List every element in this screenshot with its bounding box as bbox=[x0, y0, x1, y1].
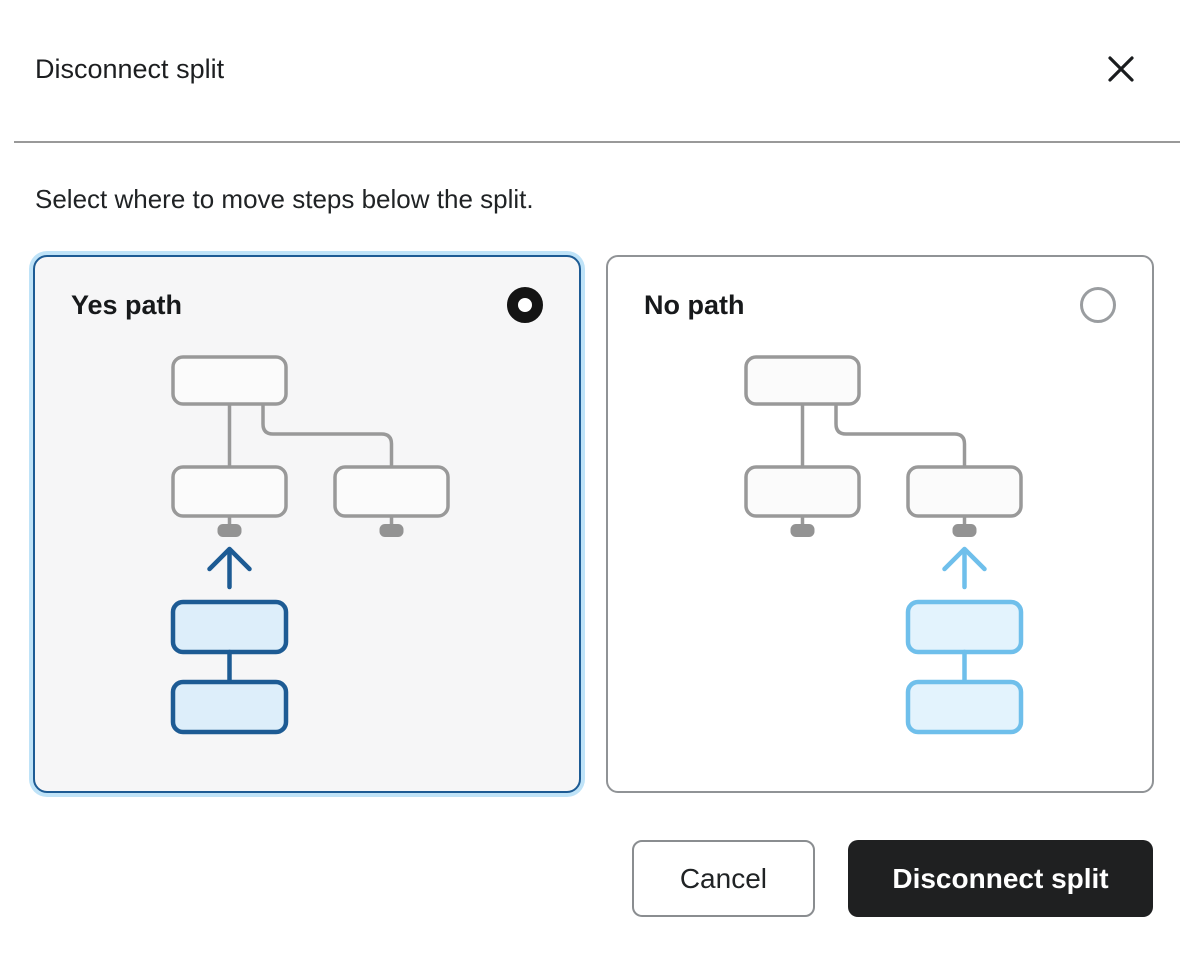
card-header: No path bbox=[608, 257, 1152, 323]
path-options: Yes path bbox=[33, 255, 1154, 793]
option-label: Yes path bbox=[71, 289, 183, 320]
radio-selected-icon[interactable] bbox=[507, 287, 543, 323]
dialog-header: Disconnect split bbox=[0, 0, 1194, 88]
radio-unselected-icon[interactable] bbox=[1080, 287, 1116, 323]
option-label: No path bbox=[644, 289, 745, 320]
cancel-button[interactable]: Cancel bbox=[631, 840, 815, 917]
dialog-description: Select where to move steps below the spl… bbox=[35, 184, 534, 214]
disconnect-split-button[interactable]: Disconnect split bbox=[848, 840, 1153, 917]
close-icon bbox=[1103, 51, 1139, 87]
yes-path-diagram bbox=[170, 355, 450, 735]
option-card-no-path[interactable]: No path bbox=[606, 255, 1154, 793]
option-card-yes-path[interactable]: Yes path bbox=[33, 255, 581, 793]
dialog-title: Disconnect split bbox=[35, 54, 225, 84]
no-path-diagram bbox=[744, 355, 1024, 735]
dialog-footer: Cancel Disconnect split bbox=[0, 840, 1153, 917]
header-divider bbox=[14, 141, 1180, 143]
card-header: Yes path bbox=[35, 257, 579, 323]
close-button[interactable] bbox=[1102, 50, 1140, 88]
